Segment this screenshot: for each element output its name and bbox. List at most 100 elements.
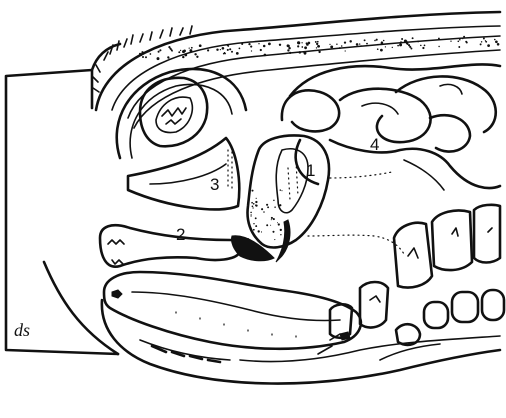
stipple-dot [400,41,401,42]
stipple-dot [216,48,218,50]
stipple-dot [381,42,384,45]
stipple-dot [297,41,300,44]
stipple-dot [329,44,330,45]
stipple-dot [306,43,309,46]
stipple-dot [399,43,402,46]
pelvic-dotted-lines [308,172,404,254]
stipple-dot [280,229,282,231]
stipple-dot [227,49,229,51]
stipple-dot [158,51,160,53]
stipple-dot [182,56,184,58]
rectum [104,272,361,349]
stipple-dot [487,44,490,47]
stipple-dot [366,43,368,45]
stipple-dot [344,41,346,43]
stipple-dot [251,50,252,51]
stipple-dot [251,202,253,204]
lower-outline [102,300,500,384]
stipple-dot [457,40,459,42]
stipple-dot [264,54,267,57]
stipple-dot [336,44,337,45]
stipple-dot [339,47,341,49]
stipple-dot [220,49,221,50]
stipple-dot [253,203,255,205]
stipple-dot [258,230,260,232]
stipple-dot [316,47,317,48]
stipple-dot [148,51,150,53]
stipple-dot [258,43,259,44]
stipple-dot [180,50,181,51]
stipple-dot [278,223,280,225]
stipple-dot [287,45,290,48]
stipple-dot [172,50,173,51]
abdominal-wall [93,12,500,128]
stipple-dot [304,46,307,49]
stipple-dot [420,45,422,47]
stipple-dot [250,212,252,214]
stipple-dot [466,42,468,44]
structure-3 [128,138,239,209]
stipple-dot [383,40,385,42]
stipple-dot [255,217,257,219]
stipple-dot [289,52,291,54]
stipple-dot [318,45,320,47]
uterus [248,136,329,262]
stipple-dot [297,45,299,47]
stipple-dot [256,198,257,199]
stipple-dot [301,46,303,48]
stipple-dot [142,56,144,58]
stipple-dot [374,40,376,42]
stipple-dot [261,208,263,210]
stipple-dot [424,45,426,47]
stipple-dot [241,43,243,45]
stipple-dot [410,48,412,50]
stipple-dot [189,48,190,49]
stipple-dot [222,47,225,50]
stipple-dot [481,41,482,42]
stipple-dot [250,46,252,48]
stipple-dot [301,42,302,43]
stipple-dot [252,205,254,207]
stipple-dot [412,37,414,39]
stipple-dot [236,52,239,55]
stipple-dot [450,41,451,42]
stipple-dot [417,40,419,42]
stipple-dot [377,44,378,45]
stipple-dot [385,46,386,47]
stipple-dot [239,48,241,50]
stipple-dot [159,49,161,51]
stipple-dot [194,53,196,55]
stipple-dot [250,215,251,216]
stipple-dot [224,53,225,54]
stipple-dot [422,47,424,49]
stipple-dot [150,53,152,55]
stipple-dot [271,217,273,219]
stipple-dot [463,36,465,38]
stipple-dot [299,51,302,54]
stipple-dot [273,200,274,201]
stipple-dot [305,51,306,52]
stipple-dot [227,45,229,47]
stipple-dot [364,39,366,41]
stipple-dot [380,49,383,52]
label-2: 2 [176,225,185,244]
stipple-dot [255,201,257,203]
stipple-dot [251,190,253,192]
stipple-dot [316,43,318,45]
stipple-dot [251,214,252,215]
stipple-dot [392,47,393,48]
stipple-dot [266,204,268,206]
artist-signature: ds [14,320,30,340]
stipple-dot [255,204,257,206]
stipple-dot [280,189,281,190]
stipple-dot [287,49,289,51]
stipple-dot [359,43,360,44]
stipple-dot [139,53,141,55]
stipple-dot [183,50,186,53]
stipple-dot [397,45,399,47]
stipple-dot [268,43,271,46]
structure-2 [100,225,274,266]
stipple-dot [496,41,497,42]
